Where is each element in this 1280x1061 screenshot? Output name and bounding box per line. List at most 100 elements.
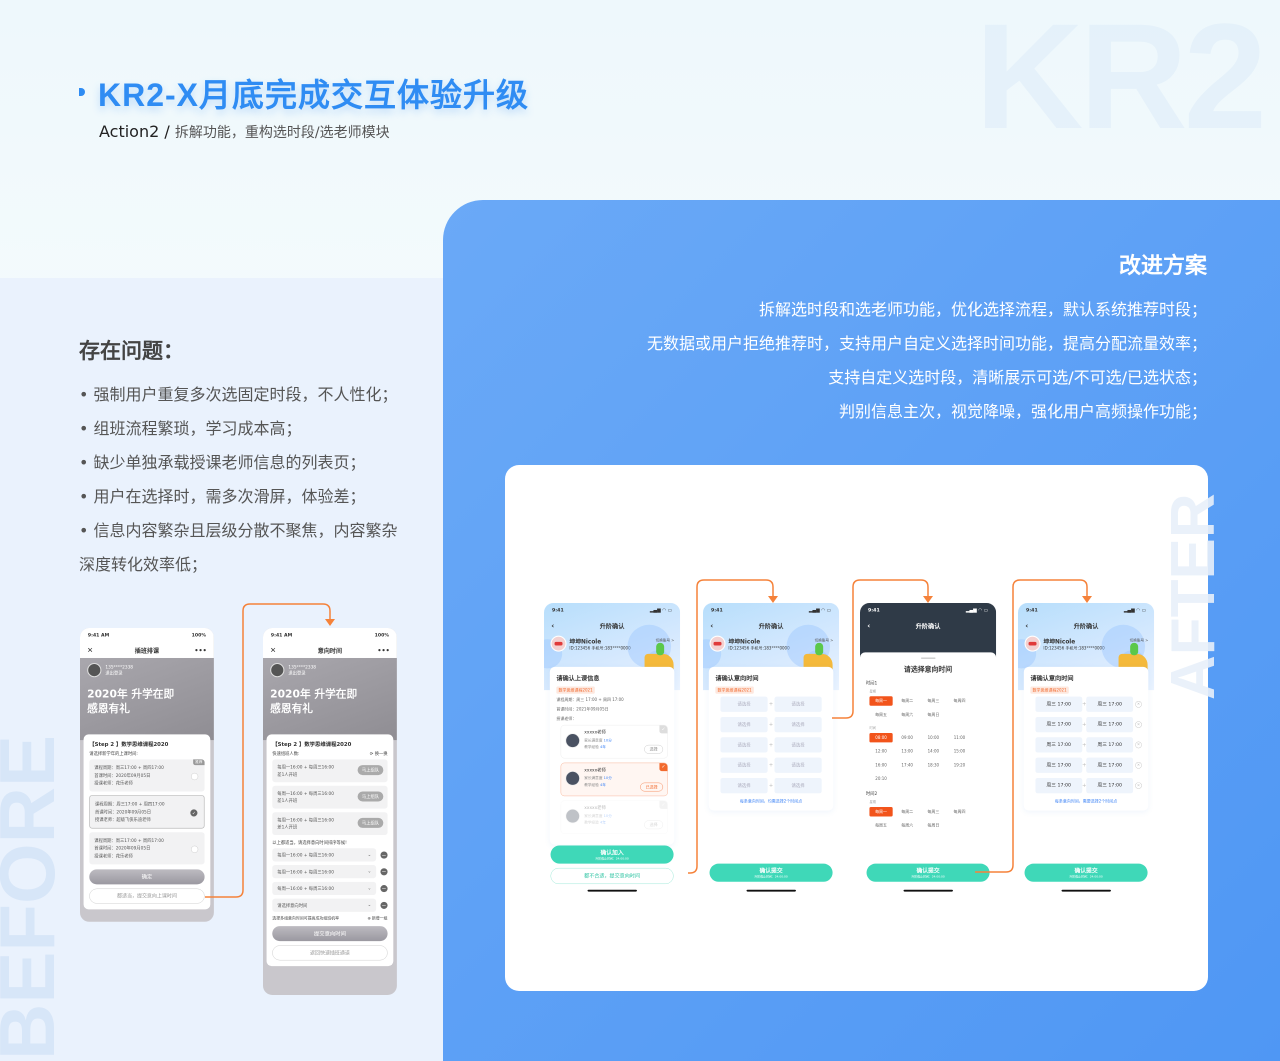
time-value[interactable]: 周三 17:00 (1086, 737, 1134, 753)
remove-icon[interactable]: − (380, 901, 388, 909)
time-value[interactable]: 周三 17:00 (1035, 716, 1083, 733)
confirm-button[interactable]: 确认提交升阶截止时间：24:00:00 (709, 863, 833, 882)
teacher-card[interactable]: xxxxx老师家长满意度 10分教学经验 4年已选择✓ (560, 762, 668, 797)
weekday-chip[interactable]: 每周日 (927, 822, 940, 828)
switch-account-link[interactable]: 切换账号 > (814, 638, 834, 643)
time-value[interactable]: 周三 17:00 (1035, 696, 1083, 712)
weekday-chip[interactable]: 每周一 (869, 807, 893, 817)
time-chip[interactable]: 08:00 (869, 732, 893, 743)
check-icon[interactable]: ✓ (190, 809, 198, 817)
time-chip[interactable]: 16:00 (875, 762, 887, 768)
remove-icon[interactable]: − (380, 851, 388, 859)
weekday-chip[interactable]: 每周二 (901, 698, 914, 704)
close-icon[interactable]: ✕ (270, 645, 277, 655)
weekday-chip[interactable]: 每周五 (875, 822, 888, 828)
time-select[interactable]: 请选择 (720, 757, 768, 773)
time-select[interactable]: 请选择 (774, 696, 822, 712)
teacher-card[interactable]: xxxxx老师家长满意度 10分教学经验 4年选择✓ (560, 724, 668, 759)
weekday-chip[interactable]: 每周三 (927, 809, 940, 814)
time-select[interactable]: 请选择 (720, 716, 768, 733)
time-select[interactable]: 请选择 (774, 737, 822, 753)
time-select[interactable]: 请选择 (774, 777, 822, 794)
time-value[interactable]: 周三 17:00 (1035, 737, 1083, 753)
confirm-button[interactable]: 确认提交升阶截止时间：24:00:00 (1024, 863, 1148, 882)
weekday-chip[interactable]: 每周五 (875, 712, 888, 717)
back-icon[interactable]: ‹ (867, 621, 871, 630)
remove-icon[interactable]: ✕ (1135, 782, 1142, 789)
teacher-card[interactable]: xxxxx老师家长满意度 10分教学经验 4年选择✓ (560, 800, 668, 834)
remove-icon[interactable]: − (380, 884, 388, 893)
remove-icon[interactable]: ✕ (1135, 701, 1142, 708)
time-value[interactable]: 周三 17:00 (1086, 696, 1134, 712)
time-chip[interactable]: 11:00 (953, 735, 966, 740)
confirm-button[interactable]: 确认提交升阶截止时间：24:00:00 (866, 863, 990, 882)
weekday-chip[interactable]: 每周四 (953, 698, 966, 704)
time-select[interactable]: 请选择 (720, 737, 768, 753)
weekday-chip[interactable]: 每周三 (927, 698, 940, 704)
join-now-button[interactable]: 马上组队 (357, 765, 384, 776)
select-teacher-button[interactable]: 已选择 (640, 782, 664, 792)
time-chip[interactable]: 14:00 (927, 748, 940, 754)
remove-icon[interactable]: ✕ (1135, 741, 1142, 749)
time-value[interactable]: 周三 17:00 (1035, 757, 1083, 773)
time-value[interactable]: 周三 17:00 (1086, 757, 1134, 773)
time-chip[interactable]: 13:00 (901, 748, 913, 754)
join-now-button[interactable]: 马上组队 (357, 791, 384, 802)
radio-icon[interactable] (191, 772, 199, 781)
radio-icon[interactable] (191, 845, 199, 853)
submit-preferred-time-button[interactable]: 都适当，提交意向上课时间 (89, 888, 205, 904)
time-select[interactable]: 请选择 (774, 716, 822, 733)
time-select[interactable]: 请选择 (774, 757, 822, 773)
time-value[interactable]: 周三 17:00 (1035, 777, 1083, 794)
logout-link[interactable]: 退出登录 (105, 670, 123, 676)
switch-account-link[interactable]: 切换账号 > (1129, 638, 1149, 643)
submit-preferred-time-button[interactable]: 都不合适，提交意向时间 (550, 867, 674, 884)
add-group-link[interactable]: ⊕ 新增一组 (367, 916, 388, 921)
time-value[interactable]: 周三 17:00 (1086, 716, 1134, 733)
time-select[interactable]: 每周一16:00 + 每周三16:00⌄ (272, 881, 377, 896)
confirm-button[interactable]: 确定 (89, 869, 205, 885)
time-select[interactable]: 每周一16:00 + 每周三16:00⌄ (272, 848, 377, 862)
drag-handle[interactable] (920, 657, 936, 659)
back-icon[interactable]: ‹ (1025, 621, 1029, 630)
submit-time-button[interactable]: 提交意向时间 (272, 926, 388, 942)
select-teacher-button[interactable]: 选择 (644, 820, 664, 830)
logout-link[interactable]: 退出登录 (288, 670, 306, 676)
close-icon[interactable]: ✕ (87, 645, 94, 655)
back-icon[interactable]: ‹ (710, 621, 714, 630)
remove-icon[interactable]: ✕ (1135, 761, 1142, 769)
more-icon[interactable]: ••• (377, 646, 390, 654)
time-select[interactable]: 请选择意向时间⌄ (272, 898, 377, 912)
time-value[interactable]: 周三 17:00 (1086, 777, 1134, 794)
time-chip[interactable]: 17:40 (901, 762, 913, 768)
weekday-chip[interactable]: 每周四 (953, 809, 966, 814)
time-chip[interactable]: 09:00 (901, 735, 913, 740)
time-chip[interactable]: 18:30 (927, 762, 940, 768)
time-chip[interactable]: 19:20 (953, 762, 966, 768)
time-select[interactable]: 请选择 (720, 696, 768, 712)
confirm-button[interactable]: 确认加入升阶截止时间：24:00:00 (550, 845, 674, 864)
time-chip[interactable]: 15:00 (953, 748, 966, 754)
back-to-quick-join-button[interactable]: 返回快速插班通道 (272, 945, 388, 961)
back-icon[interactable]: ‹ (551, 621, 555, 630)
time-chip[interactable]: 20:10 (875, 776, 887, 782)
remove-icon[interactable]: − (380, 868, 388, 876)
weekday-chip[interactable]: 每周二 (901, 809, 914, 814)
weekday-chip[interactable]: 每周六 (901, 822, 914, 828)
time-select[interactable]: 每周一16:00 + 每周三16:00⌄ (272, 865, 377, 879)
weekday-chip[interactable]: 每周六 (901, 712, 914, 717)
join-now-button[interactable]: 马上组队 (357, 817, 384, 828)
weekday-chip[interactable]: 每周一 (869, 696, 893, 706)
weekday-chip[interactable]: 每周日 (927, 712, 940, 717)
refresh-link[interactable]: ⟳ 换一换 (369, 751, 388, 757)
switch-account-link[interactable]: 切换账号 > (655, 638, 675, 643)
remove-icon[interactable]: ✕ (1135, 721, 1142, 728)
time-chip[interactable]: 12:00 (875, 748, 887, 754)
more-icon[interactable]: ••• (194, 646, 207, 654)
time-chip[interactable]: 10:00 (927, 735, 940, 740)
time-select[interactable]: 请选择 (720, 777, 768, 794)
select-teacher-button[interactable]: 选择 (644, 744, 664, 754)
